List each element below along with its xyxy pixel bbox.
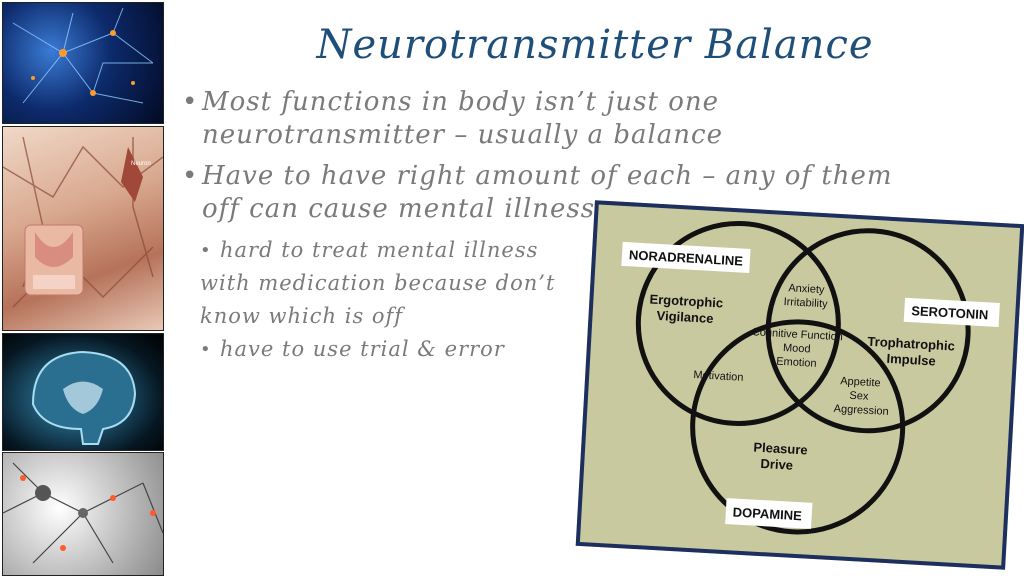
overlap-nor-ser-2: Irritability [783,296,828,310]
venn-diagram-svg: NORADRENALINE SEROTONIN DOPAMINE Ergotro… [621,220,1000,535]
bullet-text-cont: neurotransmitter – usually a balance [202,120,723,150]
neuron-network-blue-icon [12,7,154,104]
sub-bullet-text: have to use trial & error [220,337,505,361]
synapse-illustration-icon: Neuron [3,136,163,308]
sub-bullet-item: hard to treat mental illness with medica… [200,234,600,333]
overlap-ser-dop-1: Appetite [840,375,881,389]
overlap-ser-dop-3: Aggression [833,403,889,418]
overlap-all-2: Mood [783,342,811,356]
brain-mri-icon [31,350,137,445]
bullet-item: Most functions in body isn’t just one ne… [180,86,940,152]
sub-bullet-text: hard to treat mental illness [220,238,539,262]
serotonin-label-2: Impulse [886,351,936,369]
slide-title: Neurotransmitter Balance [316,22,874,68]
overlap-nor-ser-1: Anxiety [788,282,825,296]
bullet-list: Most functions in body isn’t just one ne… [180,86,940,366]
overlap-all-3: Emotion [776,356,817,370]
bullet-item: Have to have right amount of each – any … [180,160,940,226]
sub-bullet-item: have to use trial & error [200,333,600,366]
neuron-network-white-icon [3,462,163,564]
dopamine-label-2: Drive [760,456,793,473]
dopamine-tag-box [725,498,813,529]
sidebar-image-strip: Neuron [0,0,166,576]
venn-diagram: NORADRENALINE SEROTONIN DOPAMINE Ergotro… [575,200,1024,570]
dopamine-tag: DOPAMINE [732,504,802,523]
bullet-text-cont: off can cause mental illness [202,194,596,224]
overlap-ser-dop-2: Sex [849,390,869,403]
serotonin-tag-box [903,297,1000,327]
brain-mri-image [2,333,164,451]
sub-bullet-text-cont: know which is off [200,304,404,328]
noradrenaline-label-1: Ergotrophic [649,291,723,310]
serotonin-label-1: Trophatrophic [867,334,955,354]
dopamine-circle [690,319,906,535]
noradrenaline-tag: NORADRENALINE [629,247,744,268]
synapse-illustration-image: Neuron [2,126,164,331]
bullet-text: Have to have right amount of each – any … [202,161,893,191]
overlap-nor-dop-1: Motivation [693,369,744,384]
noradrenaline-tag-box [621,241,751,273]
neuron-caption: Neuron [131,161,151,167]
sub-bullet-text-cont: with medication because don’t [200,271,556,295]
serotonin-tag: SEROTONIN [911,303,989,322]
bullet-text: Most functions in body isn’t just one [202,87,720,117]
neuron-network-blue-image [2,2,164,124]
noradrenaline-label-2: Vigilance [656,308,714,326]
neuron-network-white-image [2,452,164,576]
overlap-all-1: Cognitive Function [752,326,844,343]
dopamine-label-1: Pleasure [753,440,808,458]
